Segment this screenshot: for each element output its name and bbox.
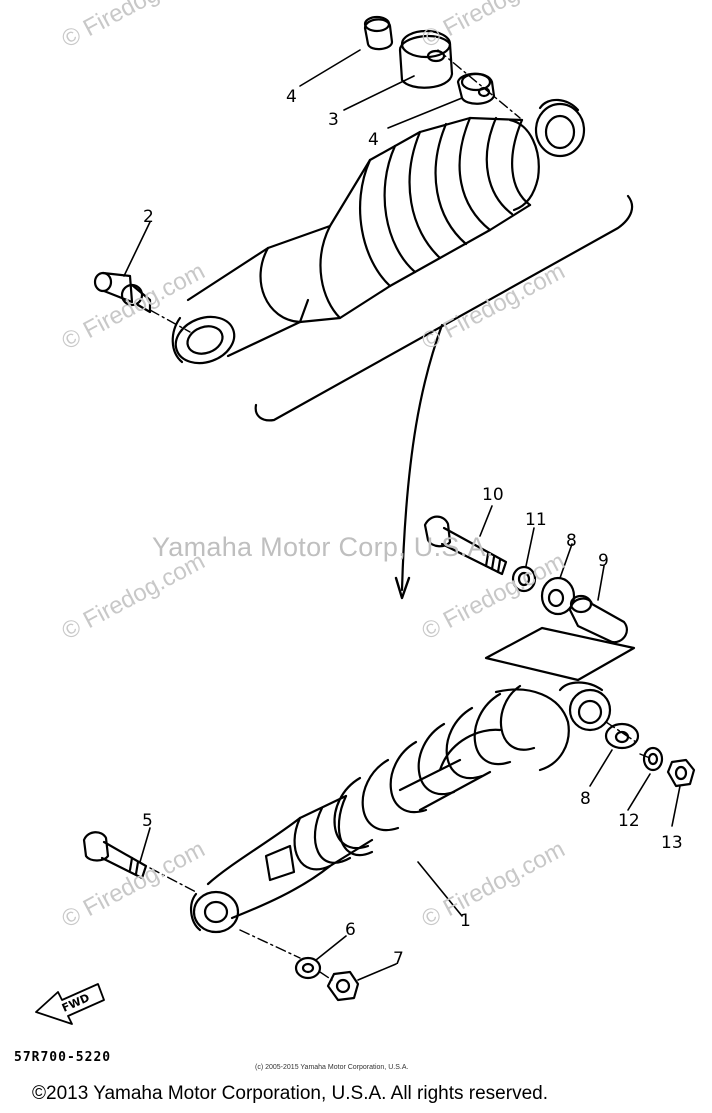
nut-13 <box>666 758 696 788</box>
nut-7 <box>326 970 360 1002</box>
collar-9 <box>568 594 628 644</box>
callout-7: 7 <box>393 949 404 969</box>
bush-4-lower <box>456 72 496 105</box>
callout-11: 11 <box>525 510 547 530</box>
callout-13: 13 <box>661 833 683 853</box>
callout-8-upper: 8 <box>566 531 577 551</box>
bolt-10 <box>423 515 508 576</box>
washer-6 <box>294 956 322 980</box>
callout-1: 1 <box>460 911 471 931</box>
bush-4-upper <box>363 15 394 51</box>
collar-2 <box>93 271 152 314</box>
detail-parallelogram <box>484 626 636 682</box>
bearing-8-lower <box>604 722 640 750</box>
callout-5: 5 <box>142 811 153 831</box>
damper-bushing-3 <box>398 29 454 89</box>
washer-12 <box>642 746 664 772</box>
callout-6: 6 <box>345 920 356 940</box>
small-copyright: (c) 2005-2015 Yamaha Motor Corporation, … <box>255 1064 409 1071</box>
copyright-footer: ©2013 Yamaha Motor Corporation, U.S.A. A… <box>32 1083 548 1104</box>
callout-3: 3 <box>328 110 339 130</box>
callout-2: 2 <box>143 207 154 227</box>
callout-4-upper: 4 <box>286 87 297 107</box>
callout-4-lower: 4 <box>368 130 379 150</box>
callout-12: 12 <box>618 811 640 831</box>
leader-lines <box>123 49 681 981</box>
center-lines <box>149 49 651 981</box>
detail-bracket <box>254 194 634 422</box>
callout-10: 10 <box>482 485 504 505</box>
detail-arrow <box>400 323 444 592</box>
callout-9: 9 <box>598 551 609 571</box>
upper-shock-assembly <box>171 98 586 365</box>
washer-11 <box>511 565 537 593</box>
watermark-center: Yamaha Motor Corp, U.S.A. <box>152 532 494 562</box>
fwd-arrow-icon <box>35 983 105 1025</box>
rear-shock-absorber-1 <box>190 681 612 934</box>
callout-labels: 4 3 4 2 10 11 8 9 5 6 7 8 12 13 1 <box>142 87 683 969</box>
bearing-8-upper <box>540 576 576 616</box>
diagram-code: 57R700-5220 <box>14 1050 112 1065</box>
bolt-5 <box>82 831 148 880</box>
callout-8-lower: 8 <box>580 789 591 809</box>
detail-arrowhead <box>394 576 411 600</box>
